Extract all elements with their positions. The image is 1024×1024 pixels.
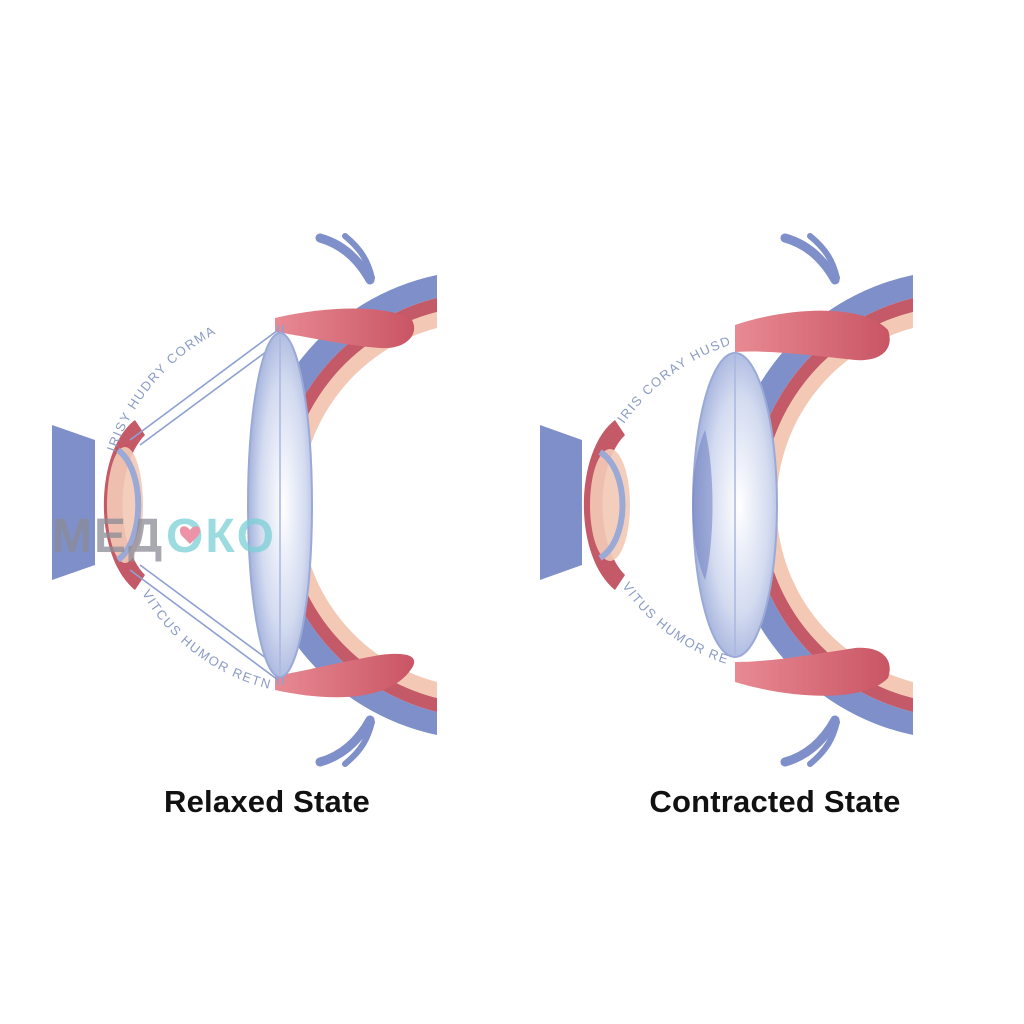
vessel-bottom-2 <box>342 719 375 767</box>
iris <box>583 420 625 590</box>
choroid <box>750 298 913 712</box>
ciliary-muscle-top <box>735 310 890 361</box>
retina-band <box>762 312 913 698</box>
choroid <box>274 298 437 712</box>
watermark-text-dark: МЕД <box>52 510 164 563</box>
pupil-edge <box>115 447 142 563</box>
vessel-bottom-2 <box>807 719 840 767</box>
caption-relaxed: Relaxed State <box>164 784 370 819</box>
vessel-top <box>315 233 375 285</box>
watermark-text-teal: ОКО <box>166 510 276 563</box>
watermark: МЕД ОКО <box>52 510 276 563</box>
lens-front-shadow <box>692 430 713 580</box>
ciliary-muscle-bottom <box>735 647 890 696</box>
vessel-bottom <box>780 715 840 767</box>
eye-relaxed: IRISY HUDRY CORMA VITCUS HUMOR RETNA <box>0 0 437 767</box>
cornea <box>540 425 582 580</box>
cornea <box>52 425 95 580</box>
vessel-top <box>780 233 840 285</box>
pupil-edge <box>598 449 626 561</box>
caption-contracted: Contracted State <box>649 784 901 819</box>
ciliary-muscle-bottom <box>275 653 415 698</box>
label-lower-relaxed: VITCUS HUMOR RETNA <box>0 0 274 692</box>
ciliary-muscle-top <box>275 308 415 349</box>
sclera-outer <box>726 275 913 735</box>
heart-icon <box>179 526 201 544</box>
eye-contracted: IRIS CORAY HUSDY VITUS HUMOR RETNA <box>0 0 913 767</box>
vessel-bottom <box>315 715 375 767</box>
retina-band <box>286 312 437 698</box>
vessel-top-2 <box>342 233 375 281</box>
vessel-top-2 <box>807 233 840 281</box>
